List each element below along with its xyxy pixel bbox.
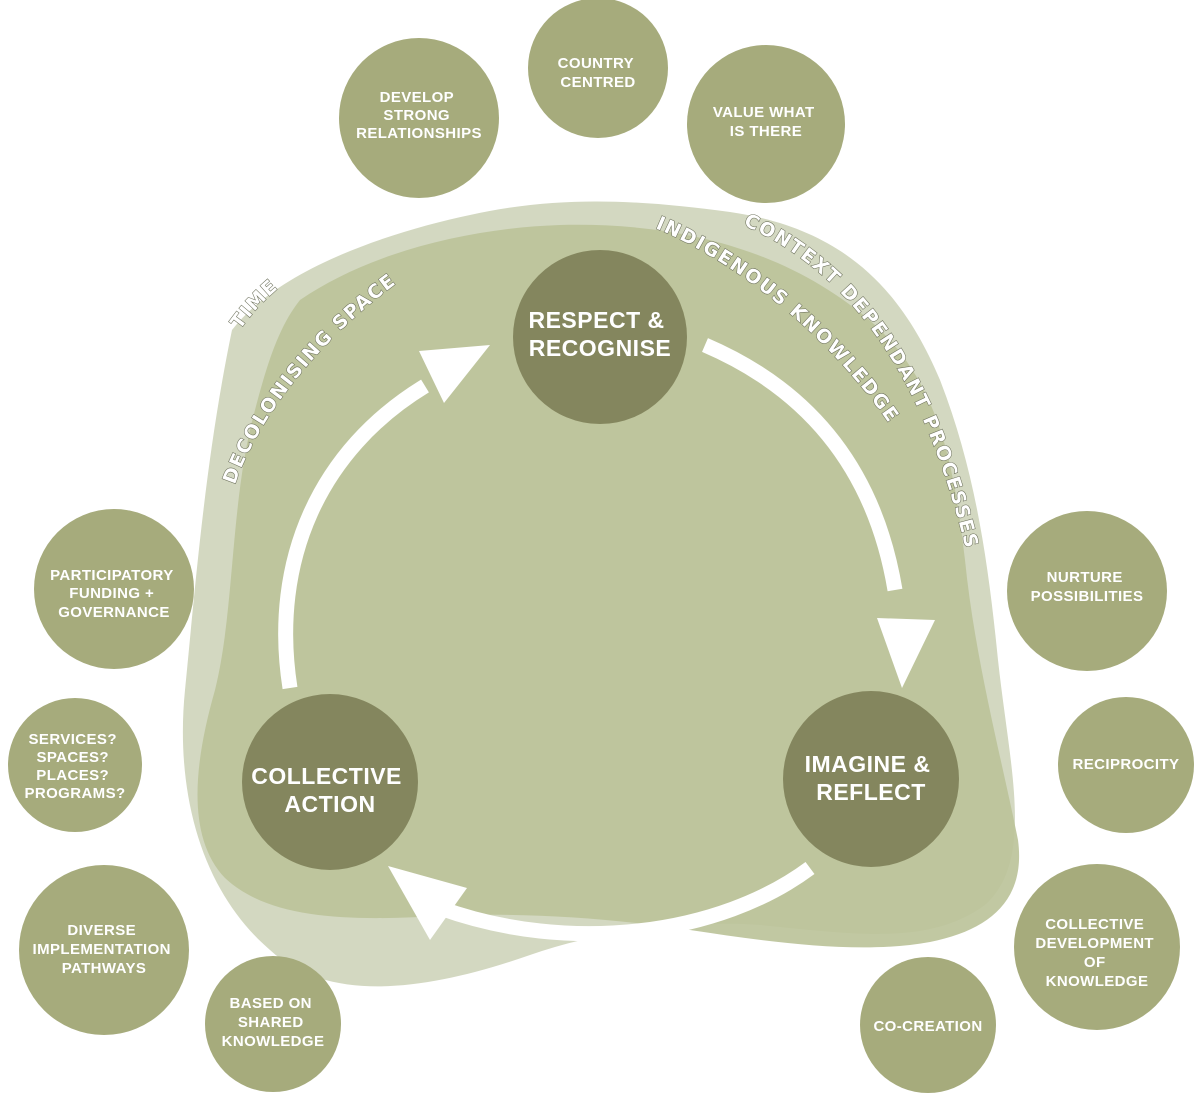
svg-text:VALUE WHAT IS THERE: VALUE WHAT IS THERE (713, 104, 819, 140)
satellite-develop-strong-relationships: DEVELOP STRONG RELATIONSHIPS (339, 38, 499, 198)
svg-text:CO-CREATION: CO-CREATION (873, 1018, 982, 1035)
arrow-imagine-to-collective (388, 861, 815, 942)
svg-text:DIVERSE IMPLEMENTATION: DIVERSE IMPLEMENTATION PATHWAYS (33, 922, 176, 977)
satellite-co-creation: CO-CREATION (860, 957, 996, 1093)
svg-text:NURTURE POSSIBILITIES: NURTURE POSSIBILITIES (1031, 569, 1144, 605)
svg-text:DEVELOP STRONG REL: DEVELOP STRONG RELATIONSHIPS (356, 89, 482, 142)
satellite-based-on-shared-knowledge: BASED ON SHARED KNOWLEDGE (205, 956, 341, 1092)
svg-text:COLLECTIVE DEVELOPMENT: COLLECTIVE DEVELOPMENT OF KNOWLEDGE (1035, 916, 1158, 990)
arrow-collective-to-respect (278, 345, 490, 690)
satellite-participatory-funding-governance: PARTICIPATORY FUNDING + GOVERNANCE (34, 509, 194, 669)
arrow-respect-to-imagine (702, 338, 935, 688)
core-node-collective-action: COLLECTIVE ACTION (242, 694, 418, 870)
svg-text:BASED ON SHARED KN: BASED ON SHARED KNOWLEDGE (222, 995, 325, 1050)
svg-text:COUNTRY CENTRED: COUNTRY CENTRED (558, 55, 639, 91)
svg-text:SERVICES? SPACES?: SERVICES? SPACES? PLACES? PROGRAMS? (24, 731, 125, 802)
svg-text:RECIPROCITY: RECIPROCITY (1073, 756, 1180, 773)
svg-text:COLLECTIVE ACTION: COLLECTIVE ACTION (251, 763, 409, 817)
satellite-collective-development-of-knowledge: COLLECTIVE DEVELOPMENT OF KNOWLEDGE (1014, 864, 1180, 1030)
satellite-diverse-implementation-pathways: DIVERSE IMPLEMENTATION PATHWAYS (19, 865, 189, 1035)
svg-text:RESPECT & RECOGNISE: RESPECT & RECOGNISE (528, 307, 671, 361)
core-node-respect-recognise: RESPECT & RECOGNISE (513, 250, 687, 424)
satellite-nurture-possibilities: NURTURE POSSIBILITIES (1007, 511, 1167, 671)
satellite-reciprocity: RECIPROCITY (1058, 697, 1194, 833)
svg-text:PARTICIPATORY FUNDING +: PARTICIPATORY FUNDING + GOVERNANCE (50, 567, 178, 621)
satellite-country-centred: COUNTRY CENTRED (528, 0, 668, 138)
satellite-value-what-is-there: VALUE WHAT IS THERE (687, 45, 845, 203)
core-node-imagine-reflect: IMAGINE & REFLECT (783, 691, 959, 867)
satellite-services-spaces-places-programs: SERVICES? SPACES? PLACES? PROGRAMS? (8, 698, 142, 832)
svg-text:IMAGINE & REFLECT: IMAGINE & REFLECT (805, 751, 938, 805)
